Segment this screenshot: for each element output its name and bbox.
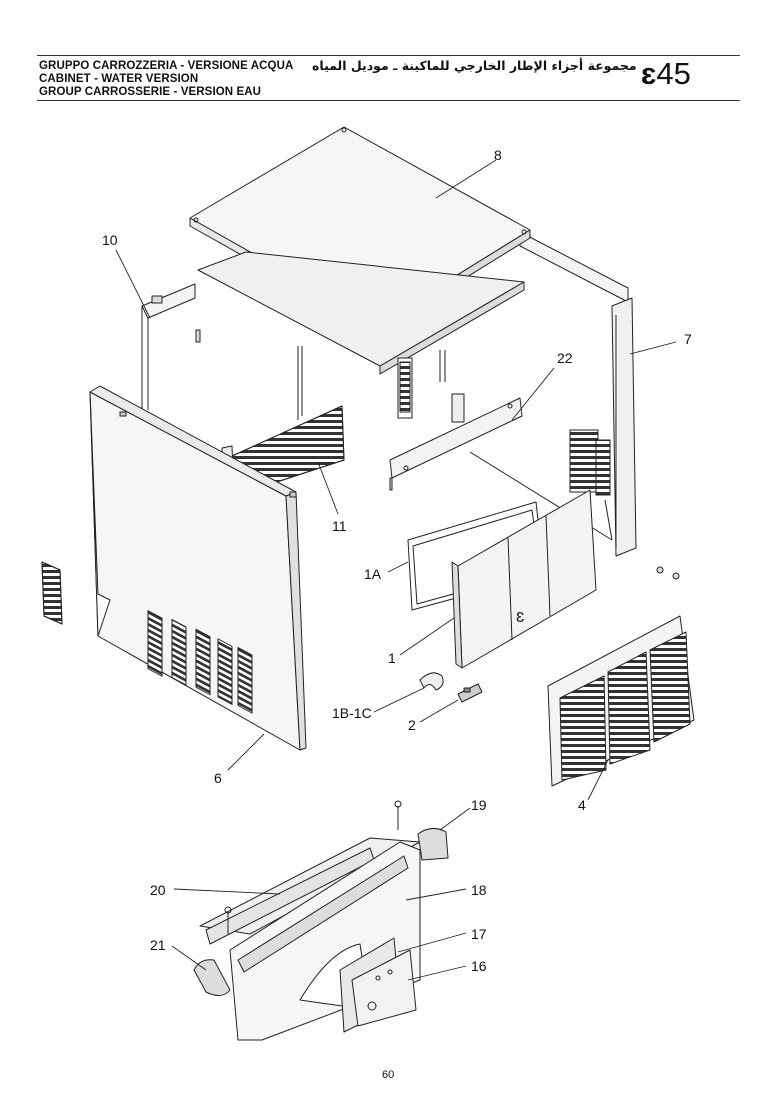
part-screws [656,566,680,580]
header-bottom-rule [37,100,740,101]
callout-1A: 1A [364,566,382,582]
callout-1: 1 [388,650,396,666]
title-french: GROUP CARROSSERIE - VERSION EAU [39,86,262,98]
callout-18: 18 [471,882,487,898]
model-letter: ɛ [641,56,657,91]
callout-11: 11 [332,518,347,534]
part-8-top-cover [189,126,531,375]
callout-4: 4 [578,797,586,813]
model-code: ɛ45 [641,56,691,92]
part-6-left-side-panel [89,385,307,751]
part-7-right-panel [439,231,637,557]
callout-8: 8 [494,147,502,163]
part-10-back-frame [141,283,303,420]
callout-17: 17 [471,926,487,942]
page-number: 60 [382,1069,395,1081]
model-number: 45 [656,56,691,91]
callout-2: 2 [408,717,416,733]
callout-19: 19 [471,797,487,813]
leader-lines [115,159,677,981]
callout-6: 6 [214,770,222,786]
callout-22: 22 [557,350,573,366]
part-connector-block [397,357,413,419]
part-2-hinge-bracket [457,683,483,703]
title-arabic: مجموعة أجزاء الإطار الخارجي للماكينة ـ م… [312,58,637,73]
lower-assembly [193,800,449,1041]
title-italian: GRUPPO CARROZZERIA - VERSIONE ACQUA [39,60,294,72]
title-english: CABINET - WATER VERSION [39,73,199,85]
part-1B-1C-hinge [419,672,444,691]
part-1-door: ɛ [451,489,597,669]
callout-1B-1C: 1B-1C [332,705,372,721]
part-4-front-grille [547,615,695,787]
callout-20: 20 [150,882,166,898]
callout-16: 16 [471,958,487,974]
callout-21: 21 [150,937,166,953]
part-small-side-grille [41,561,63,625]
door-logo-mark: ɛ [516,606,524,626]
header-top-rule [37,55,740,56]
callout-7: 7 [684,331,692,347]
callout-10: 10 [102,232,118,248]
part-22-bracket [389,393,523,491]
